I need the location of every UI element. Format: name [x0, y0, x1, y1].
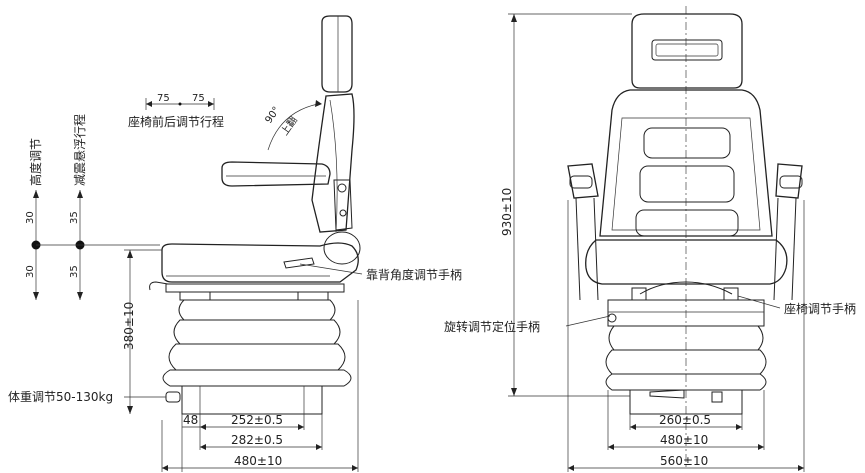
swivel-handle-leader	[565, 315, 611, 327]
front-headrest	[631, 13, 743, 89]
side-recline-knob	[323, 231, 361, 265]
height-up-value: 30	[25, 211, 36, 224]
front-lumbar-2	[639, 165, 735, 203]
front-base	[629, 389, 743, 415]
side-backrest-seam	[329, 99, 338, 233]
recline-angle-label: 90°	[263, 105, 282, 126]
dim-380-label: 380±10	[122, 302, 136, 350]
dim-560-label: 560±10	[660, 454, 708, 468]
weight-adjust-label: 体重调节50-130kg	[8, 390, 113, 404]
front-weight-handle	[649, 389, 685, 399]
side-seat-cushion	[161, 242, 359, 283]
susp-down-value: 35	[69, 265, 80, 278]
side-headrest	[321, 15, 353, 93]
dim-480-side-label: 480±10	[234, 454, 282, 468]
susp-up-value: 35	[69, 211, 80, 224]
side-bellows	[162, 299, 352, 387]
height-down-value: 30	[25, 265, 36, 278]
front-headrest-slot	[651, 39, 723, 61]
side-hinge-plate	[333, 179, 353, 231]
seat-travel-right-label: 75	[192, 93, 205, 104]
recline-arrow	[315, 100, 322, 107]
backrest-handle-leader	[299, 263, 363, 275]
recline-arc	[267, 103, 319, 151]
front-seat-cushion	[585, 239, 788, 285]
front-armrest-left	[567, 163, 599, 199]
seat-travel-left-label: 75	[157, 93, 170, 104]
side-backrest	[311, 93, 355, 233]
dim-252-label: 252±0.5	[231, 413, 283, 427]
dim-48-label: 48	[183, 413, 198, 427]
weight-knob	[165, 391, 181, 403]
swivel-handle-label: 旋转调节定位手柄	[444, 319, 540, 334]
side-rail-block-right	[297, 291, 329, 301]
front-bellows	[605, 325, 767, 391]
seat-travel-label: 座椅前后调节行程	[128, 114, 224, 129]
dim-480-front-label: 480±10	[660, 433, 708, 447]
height-adjust-label: 高度调节	[28, 138, 43, 186]
front-handle-block-left	[631, 287, 647, 301]
swivel-knob	[607, 313, 617, 323]
dim-260-label: 260±0.5	[659, 413, 711, 427]
front-lumbar-3	[635, 209, 739, 237]
side-rail-block-left	[179, 291, 211, 301]
side-rails	[165, 283, 345, 293]
side-recline-handle	[283, 257, 315, 269]
dim-282-label: 282±0.5	[231, 433, 283, 447]
recline-up-label: 上翻	[279, 114, 300, 137]
side-lever	[149, 281, 169, 291]
front-weight-gauge	[711, 391, 723, 403]
front-seat-handle	[639, 281, 733, 295]
front-view	[508, 6, 805, 472]
front-backrest	[599, 89, 773, 237]
backrest-handle-label: 靠背角度调节手柄	[366, 267, 462, 282]
seat-handle-leader	[737, 295, 781, 309]
side-hinge-bolt-upper	[337, 183, 347, 193]
side-armrest	[221, 161, 331, 187]
seat-handle-label: 座椅调节手柄	[784, 301, 856, 316]
front-armrest-right	[775, 163, 803, 199]
side-base	[181, 385, 323, 415]
suspension-travel-label: 减震悬浮行程	[72, 114, 87, 186]
side-hinge-bolt-lower	[339, 209, 347, 217]
side-view	[31, 15, 363, 472]
front-lumbar-1	[643, 127, 731, 159]
dim-930-label: 930±10	[500, 188, 514, 236]
